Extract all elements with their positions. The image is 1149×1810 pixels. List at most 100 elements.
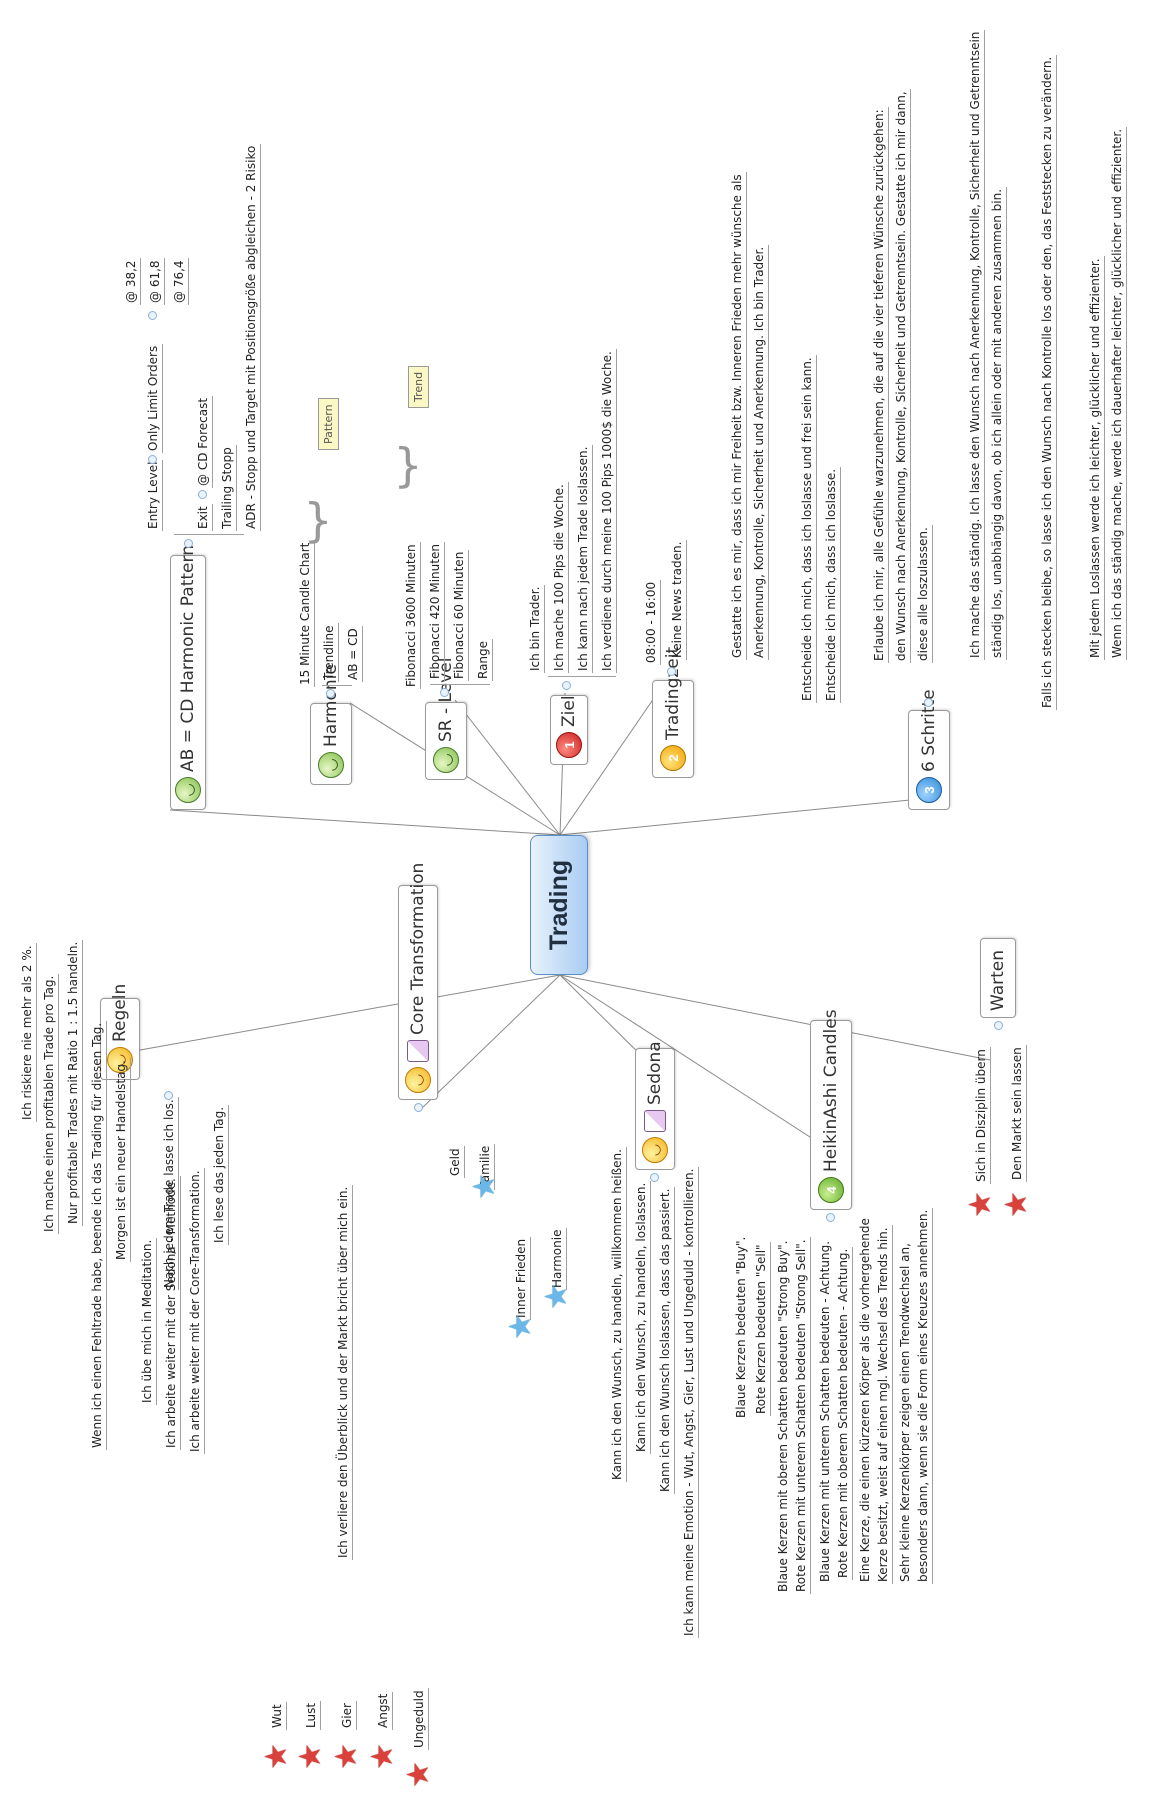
branch-group: [548, 676, 616, 677]
topic-abcd-harmonic[interactable]: ◡ AB = CD Harmonic Pattern: [170, 545, 206, 810]
rule-7: Ich übe mich in Meditation.: [140, 1237, 157, 1405]
value-frieden: Inner Frieden: [514, 1236, 531, 1320]
warten-item-1: Sich in Disziplin übern: [974, 1047, 991, 1184]
laughing-face-icon: ◡: [405, 1067, 431, 1093]
emotion-lust: Lust: [304, 1700, 321, 1730]
blue-star-icon: ★: [503, 1313, 538, 1340]
fib-618-label: @ 61,8: [148, 258, 165, 305]
topic-label: Sedona: [645, 1041, 665, 1105]
emotion-wut: Wut: [270, 1702, 287, 1730]
red-star-icon: ★: [259, 1743, 294, 1770]
collapse-dot[interactable]: [164, 1091, 173, 1100]
sedona-item-1: Kann ich den Wunsch, zu handeln, willkom…: [610, 1147, 627, 1482]
topic-sedona[interactable]: ◡ Sedona: [635, 1041, 675, 1170]
heikin-2a: Blaue Kerzen mit oberen Schatten bedeute…: [776, 1240, 790, 1592]
emotion-angst: Angst: [376, 1691, 393, 1730]
news-label: Keine News traden.: [670, 539, 687, 660]
priority-2-icon: 2: [660, 745, 686, 771]
heikin-3b: Rote Kerzen mit oberem Schatten bedeuten…: [836, 1246, 853, 1580]
step-1b: Anerkennung, Kontrolle, Sicherheit und A…: [752, 244, 769, 660]
value-harmonie: Harmonie: [550, 1227, 567, 1290]
note-icon: [644, 1110, 666, 1132]
exit-label: Exit: [196, 504, 213, 531]
ziel-item-1: Ich bin Trader.: [528, 584, 545, 673]
candle-chart-label: 15 Minute Candle Chart: [298, 540, 315, 687]
red-star-icon: ★: [963, 1191, 998, 1218]
step-1a: Gestatte ich es mir, dass ich mir Freihe…: [730, 172, 747, 660]
sedona-item-4: Ich kann meine Emotion - Wut, Angst, Gie…: [682, 1166, 699, 1638]
heikin-4b: Kerze besitzt, weist auf einen mgl. Wech…: [876, 1225, 893, 1584]
collapse-dot[interactable]: [414, 1103, 423, 1112]
heikin-1b: Rote Kerzen bedeuten "Sell": [754, 1242, 771, 1416]
step-4c: diese alle loszulassen.: [916, 525, 933, 663]
rule-2: Ich mache einen profitablen Trade pro Ta…: [42, 973, 59, 1234]
fib-764-label: @ 76,4: [172, 258, 189, 305]
abcd-label: AB = CD: [346, 626, 363, 682]
step-4a: Erlaube ich mir, alle Gefühle warzunehme…: [872, 107, 889, 663]
trend-tag: Trend: [408, 365, 429, 408]
topic-label: Tradingzeit: [663, 646, 683, 740]
priority-4-icon: 4: [818, 1177, 844, 1203]
red-star-icon: ★: [329, 1743, 364, 1770]
brace-icon: }: [303, 493, 333, 548]
topic-label: Regeln: [110, 983, 130, 1042]
topic-sr-level[interactable]: ◡ SR - Level: [425, 658, 467, 780]
step-6: Falls ich stecken bleibe, so lasse ich d…: [1040, 54, 1057, 710]
collapse-dot[interactable]: [148, 311, 157, 320]
collapse-dot[interactable]: [326, 689, 335, 698]
blue-star-icon: ★: [467, 1173, 502, 1200]
collapse-dot[interactable]: [148, 455, 157, 464]
collapse-dot[interactable]: [924, 698, 933, 707]
rule-5: Morgen ist ein neuer Handelstag.: [114, 1058, 131, 1262]
smiley-icon: ◡: [318, 752, 344, 778]
core-lose-label: Ich verliere den Überblick und der Markt…: [336, 1184, 353, 1560]
red-star-icon: ★: [999, 1191, 1034, 1218]
collapse-dot[interactable]: [440, 688, 449, 697]
note-icon: [407, 1040, 429, 1062]
fib-420-label: Fibonacci 420 Minuten: [428, 542, 445, 681]
collapse-dot[interactable]: [562, 681, 571, 690]
emotion-gier: Gier: [340, 1701, 357, 1730]
pattern-tag: Pattern: [318, 398, 339, 450]
trailing-stopp-label: Trailing Stopp: [220, 445, 237, 531]
collapse-dot[interactable]: [994, 1021, 1003, 1030]
topic-ziel[interactable]: 1 Ziel: [550, 695, 588, 765]
brace-icon: }: [393, 438, 423, 493]
heikin-4a: Eine Kerze, die einen kürzeren Körper al…: [858, 1218, 872, 1582]
smiley-icon: ◡: [175, 777, 201, 803]
topic-label: AB = CD Harmonic Pattern: [178, 545, 198, 772]
collapse-dot[interactable]: [184, 539, 193, 548]
cd-forecast-label: @ CD Forecast: [196, 395, 213, 488]
topic-core-transformation[interactable]: ◡ Core Transformation: [398, 863, 438, 1100]
fib-60-label: Fibonacci 60 Minuten: [452, 549, 469, 681]
branch-group: [174, 534, 244, 535]
topic-label: HeikinAshi Candles: [821, 1009, 841, 1172]
priority-3-icon: 3: [916, 777, 942, 803]
collapse-dot[interactable]: [198, 490, 207, 499]
step-4b: den Wunsch nach Anerkennung, Kontrolle, …: [894, 89, 911, 663]
collapse-dot[interactable]: [667, 667, 676, 676]
trendline-label: Trendline: [322, 623, 339, 682]
rule-9: Ich arbeite weiter mit der Core-Transfor…: [188, 1168, 205, 1454]
only-limit-label: Only Limit Orders: [146, 343, 163, 453]
smiley-icon: ◡: [433, 747, 459, 773]
step-5b: ständig los, unabhängig davon, ob ich al…: [990, 186, 1007, 660]
topic-tradingzeit[interactable]: 2 Tradingzeit: [652, 647, 694, 778]
ziel-item-3: Ich kann nach jedem Trade loslassen.: [576, 444, 593, 673]
rule-1: Ich riskiere nie mehr als 2 %.: [20, 943, 37, 1122]
collapse-dot[interactable]: [826, 1213, 835, 1222]
central-topic[interactable]: Trading: [530, 835, 588, 975]
heikin-5b: besonders dann, wenn sie die Form eines …: [916, 1207, 933, 1584]
topic-harmonie[interactable]: ◡ Harmonie: [310, 664, 352, 785]
topic-warten[interactable]: Warten: [980, 938, 1016, 1018]
topic-6-schritte[interactable]: 3 6 Schritte: [908, 689, 950, 810]
ziel-item-4: Ich verdiene durch meine 100 Pips 1000$ …: [600, 349, 617, 673]
emotion-ungeduld: Ungeduld: [412, 1688, 429, 1750]
fib-3600-label: Fibonacci 3600 Minuten: [404, 542, 421, 689]
step-3: Entscheide ich mich, dass ich loslasse.: [824, 466, 841, 703]
collapse-dot[interactable]: [650, 1173, 659, 1182]
topic-heikinashi[interactable]: 4 HeikinAshi Candles: [810, 1009, 852, 1210]
blue-star-icon: ★: [539, 1283, 574, 1310]
